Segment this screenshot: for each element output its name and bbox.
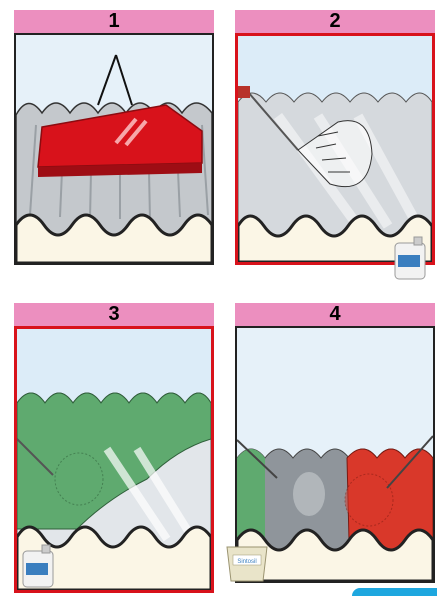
step-illustration-1 <box>14 33 214 265</box>
step-number-3: 3 <box>14 303 214 327</box>
step-number-4: 4 <box>235 303 435 327</box>
step-panel-4: 4 Sintosil <box>235 303 435 583</box>
roof-sheet-icon <box>16 35 212 263</box>
bucket-label: Sintosil <box>237 559 256 565</box>
step-panel-3: 3 <box>14 303 214 593</box>
step-panel-1: 1 <box>14 10 214 265</box>
bucket-icon: Sintosil <box>223 543 271 583</box>
step-number-1: 1 <box>14 10 214 34</box>
canister-icon <box>392 235 428 281</box>
corner-tab <box>352 588 437 596</box>
canister-icon <box>20 543 56 589</box>
roof-sheet-icon <box>238 36 432 262</box>
step-illustration-2 <box>235 33 435 265</box>
step-panel-2: 2 <box>235 10 435 265</box>
step-number-2: 2 <box>235 10 435 34</box>
